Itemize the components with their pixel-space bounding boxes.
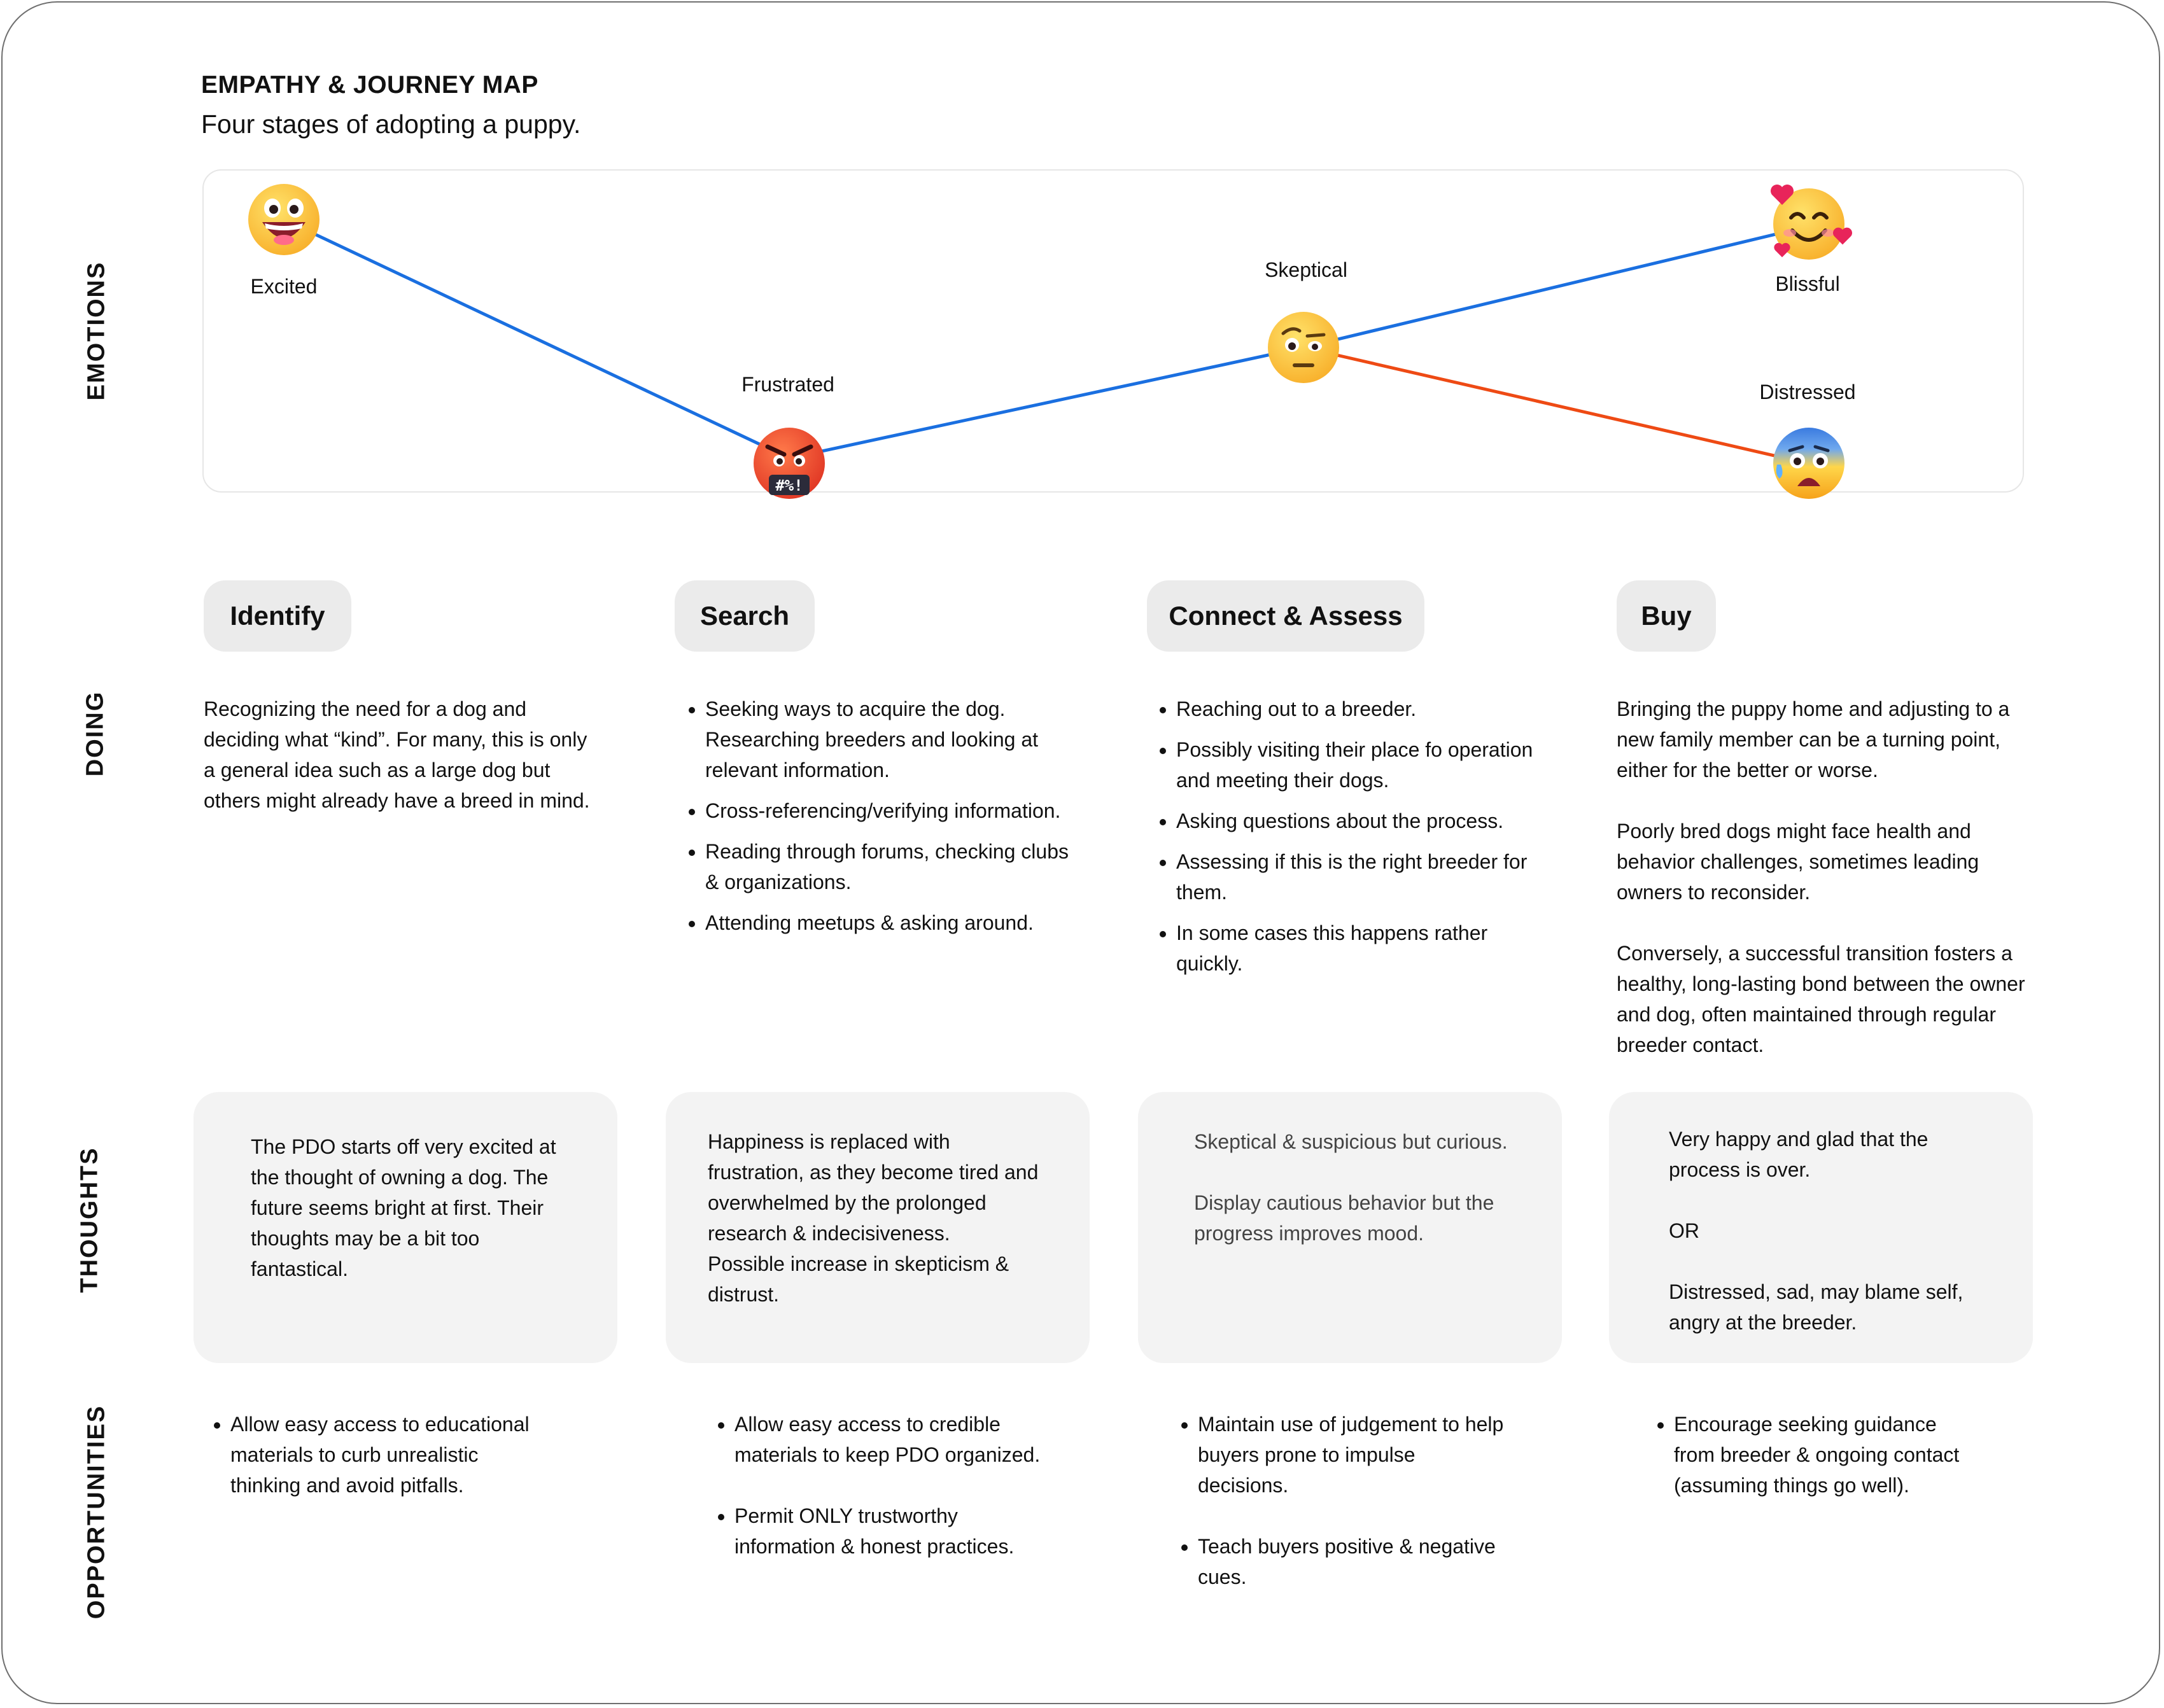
stage-pill-connect-assess: Connect & Assess bbox=[1147, 580, 1424, 652]
opportunities-identify: Allow easy access to educational materia… bbox=[206, 1409, 544, 1531]
doing-identify: Recognizing the need for a dog and decid… bbox=[204, 694, 592, 846]
stage-pill-search: Search bbox=[675, 580, 815, 652]
list-item: Asking questions about the process. bbox=[1176, 806, 1542, 836]
page-subtitle: Four stages of adopting a puppy. bbox=[201, 109, 581, 139]
emotion-line-positive bbox=[283, 218, 1808, 460]
list-item: Maintain use of judgement to help buyers… bbox=[1198, 1409, 1505, 1501]
opportunities-search: Allow easy access to credible materials … bbox=[710, 1409, 1041, 1592]
stage-pill-buy: Buy bbox=[1617, 580, 1716, 652]
list-item: Permit ONLY trustworthy information & ho… bbox=[734, 1501, 1041, 1562]
doing-paragraph: Conversely, a successful transition fost… bbox=[1617, 942, 2025, 1056]
cursing-face-icon: #%! bbox=[754, 428, 825, 499]
emotion-label-excited: Excited bbox=[250, 275, 318, 298]
emotion-label-frustrated: Frustrated bbox=[741, 373, 834, 396]
thought-text: OR bbox=[1669, 1219, 1699, 1242]
list-item: Possibly visiting their place fo operati… bbox=[1176, 734, 1542, 795]
list-item: Cross-referencing/verifying information. bbox=[705, 795, 1077, 826]
thought-card-search: Happiness is replaced with frustration, … bbox=[666, 1092, 1090, 1363]
list-item: Allow easy access to credible materials … bbox=[734, 1409, 1041, 1470]
emotion-label-blissful: Blissful bbox=[1775, 272, 1840, 295]
list-item: Teach buyers positive & negative cues. bbox=[1198, 1531, 1505, 1592]
raised-eyebrow-face-icon bbox=[1268, 312, 1339, 383]
thought-text: Very happy and glad that the process is … bbox=[1669, 1128, 1929, 1181]
thought-card-buy: Very happy and glad that the process is … bbox=[1609, 1092, 2033, 1363]
list-item: Assessing if this is the right breeder f… bbox=[1176, 846, 1542, 907]
page-title: EMPATHY & JOURNEY MAP bbox=[201, 71, 538, 99]
thought-text: The PDO starts off very excited at the t… bbox=[251, 1135, 556, 1280]
grinning-face-icon bbox=[248, 184, 320, 255]
list-item: Reading through forums, checking clubs &… bbox=[705, 836, 1077, 897]
list-item: Encourage seeking guidance from breeder … bbox=[1674, 1409, 1981, 1501]
list-item: Reaching out to a breeder. bbox=[1176, 694, 1542, 724]
opportunities-buy: Encourage seeking guidance from breeder … bbox=[1650, 1409, 1981, 1531]
doing-search: Seeking ways to acquire the dog. Researc… bbox=[682, 694, 1077, 948]
emotion-line-negative bbox=[1303, 346, 1808, 465]
emotions-panel bbox=[202, 169, 2024, 493]
doing-paragraph: Recognizing the need for a dog and decid… bbox=[204, 697, 590, 812]
emotion-label-skeptical: Skeptical bbox=[1265, 258, 1347, 281]
svg-text:#%!: #%! bbox=[775, 477, 803, 494]
emotion-label-distressed: Distressed bbox=[1759, 381, 1856, 403]
list-item: Attending meetups & asking around. bbox=[705, 907, 1077, 938]
list-item: Allow easy access to educational materia… bbox=[230, 1409, 544, 1501]
list-item: In some cases this happens rather quickl… bbox=[1176, 918, 1542, 979]
thought-card-connect-assess: Skeptical & suspicious but curious. Disp… bbox=[1138, 1092, 1562, 1363]
doing-connect-assess: Reaching out to a breeder. Possibly visi… bbox=[1153, 694, 1542, 989]
thought-text: Distressed, sad, may blame self, angry a… bbox=[1669, 1280, 1964, 1334]
stage-pill-identify: Identify bbox=[204, 580, 351, 652]
thought-card-identify: The PDO starts off very excited at the t… bbox=[193, 1092, 617, 1363]
doing-buy: Bringing the puppy home and adjusting to… bbox=[1617, 694, 2037, 1091]
doing-paragraph: Bringing the puppy home and adjusting to… bbox=[1617, 697, 2010, 781]
doing-paragraph: Poorly bred dogs might face health and b… bbox=[1617, 820, 1979, 904]
smiling-face-with-hearts-icon bbox=[1771, 185, 1852, 260]
thought-text: Display cautious behavior but the progre… bbox=[1194, 1191, 1494, 1245]
list-item: Seeking ways to acquire the dog. Researc… bbox=[705, 694, 1077, 785]
thought-text: Happiness is replaced with frustration, … bbox=[708, 1130, 1039, 1306]
thought-text: Skeptical & suspicious but curious. bbox=[1194, 1130, 1508, 1153]
opportunities-connect-assess: Maintain use of judgement to help buyers… bbox=[1174, 1409, 1505, 1623]
anxious-face-with-sweat-icon bbox=[1773, 428, 1844, 499]
